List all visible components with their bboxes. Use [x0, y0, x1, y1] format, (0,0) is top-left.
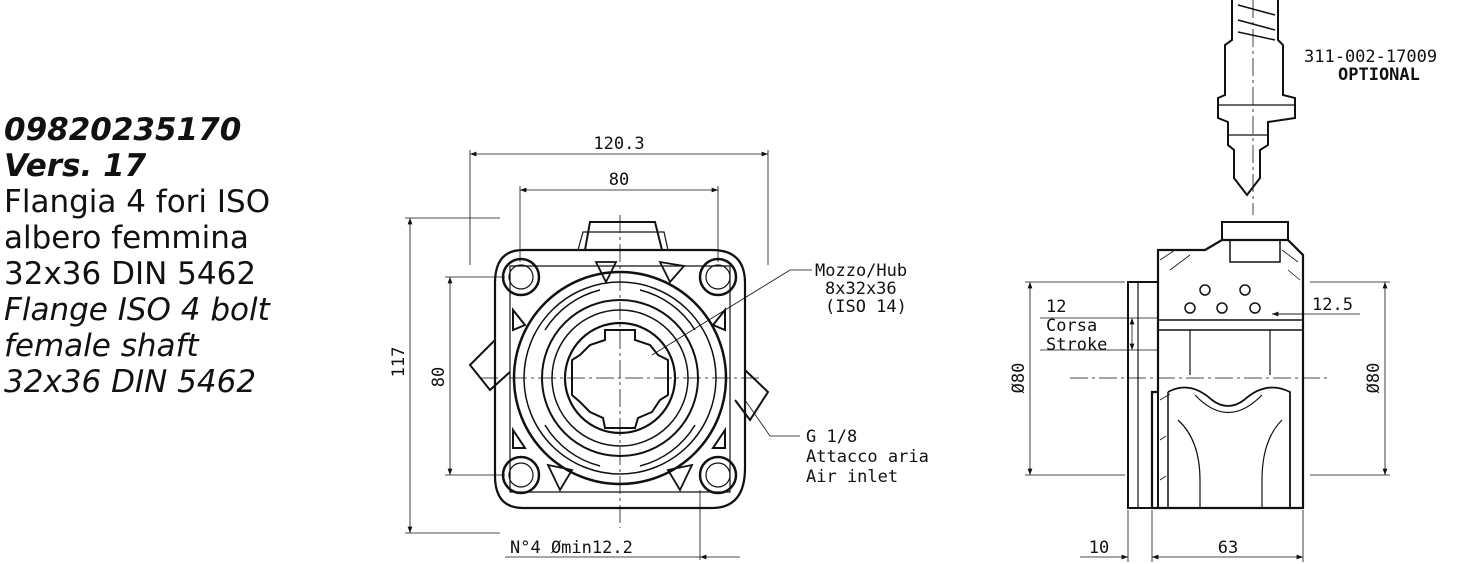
dim-bottom-left: 10 [1089, 538, 1109, 558]
dim-height-outer: 117 [389, 347, 409, 378]
description-it-1: Flangia 4 fori ISO [4, 184, 271, 220]
description-en-2: female shaft [4, 328, 199, 364]
hub-note-2: 8x32x36 [825, 279, 897, 299]
air-inlet [734, 369, 770, 422]
air-note-1: G 1/8 [806, 427, 857, 447]
dim-diameter-left: Ø80 [1009, 363, 1029, 394]
description-en-1: Flange ISO 4 bolt [4, 292, 270, 328]
stroke-value: 12 [1046, 297, 1066, 317]
flange-plate [1127, 281, 1159, 509]
dim-bottom-main: 63 [1218, 538, 1238, 558]
dim-diameter-right: Ø80 [1364, 363, 1384, 394]
description-it-3: 32x36 DIN 5462 [4, 256, 257, 292]
flange-outline [493, 248, 747, 510]
dim-right-top: 12.5 [1312, 295, 1353, 315]
dim-height-inner: 80 [429, 367, 449, 387]
version-label: Vers. 17 [4, 148, 147, 184]
part-number-label: 311-002-17009 [1304, 47, 1437, 67]
bolt-holes-note: N°4 Ømin12.2 [510, 538, 633, 558]
description-en-3: 32x36 DIN 5462 [4, 364, 257, 400]
optional-valve [1217, 0, 1296, 197]
air-note-2: Attacco aria [806, 447, 929, 467]
front-view-labels: 120.3 80 117 80 N°4 Ømin12.2 Mozzo/Hub 8… [389, 134, 929, 558]
dim-width-outer: 120.3 [593, 134, 644, 154]
hub-note-3: (ISO 14) [825, 297, 907, 317]
hub-note-1: Mozzo/Hub [815, 261, 907, 281]
title-block: 09820235170 Vers. 17 Flangia 4 fori ISO … [4, 112, 334, 400]
side-view-labels: 311-002-17009 OPTIONAL 12 Corsa Stroke 1… [1009, 47, 1437, 558]
side-view [1025, 0, 1390, 562]
optional-label: OPTIONAL [1338, 65, 1420, 85]
stroke-label-it: Corsa [1046, 316, 1097, 336]
front-view [405, 150, 812, 560]
part-code: 09820235170 [4, 112, 242, 148]
bolt-hole-br [698, 455, 738, 495]
top-boss [584, 221, 663, 251]
description-it-2: albero femmina [4, 220, 249, 256]
air-note-3: Air inlet [806, 467, 898, 487]
stroke-label-en: Stroke [1046, 335, 1107, 355]
spline-bore [571, 329, 669, 429]
dim-width-inner: 80 [609, 170, 629, 190]
cylinder-body [1150, 238, 1305, 510]
